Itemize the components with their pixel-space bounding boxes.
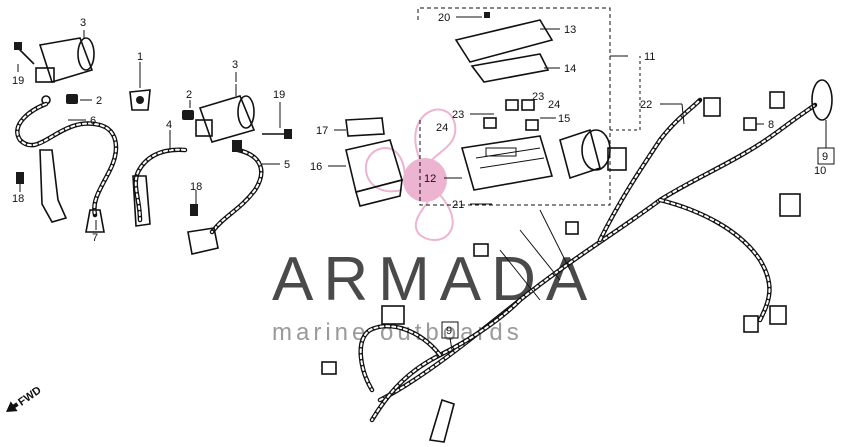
callout-5: 5 — [284, 159, 290, 171]
callout-18-center: 18 — [190, 181, 202, 193]
callout-12: 12 — [424, 173, 436, 185]
callout-24-left: 24 — [436, 122, 448, 134]
starter-relay — [559, 128, 611, 180]
callout-labels: 3 19 2 6 18 7 1 2 4 3 19 5 18 17 16 12 2… — [12, 12, 826, 244]
forward-direction-indicator: FWD — [6, 384, 44, 412]
cap-center — [182, 110, 194, 120]
callout-1: 1 — [137, 51, 143, 63]
bolt-right — [262, 129, 292, 139]
callout-10: 10 — [814, 165, 826, 177]
fuse-box-cover — [454, 19, 554, 83]
relay-17 — [345, 117, 385, 137]
callout-6: 6 — [90, 115, 96, 127]
callout-18-left: 18 — [12, 193, 24, 205]
callout-3-left: 3 — [80, 17, 86, 29]
callout-7: 7 — [92, 232, 98, 244]
fuses — [483, 12, 539, 131]
boxed-9-right-text: 9 — [822, 151, 828, 163]
callout-23-left: 23 — [452, 109, 464, 121]
callout-24-right: 24 — [548, 99, 560, 111]
hightension-cord-right — [187, 140, 264, 255]
callout-3-right: 3 — [232, 59, 238, 71]
callout-23-right: 23 — [532, 91, 544, 103]
arrow-left-icon — [6, 401, 19, 412]
watermark-brand: ARMADA — [272, 245, 597, 314]
main-wire-harness — [358, 97, 818, 443]
callout-22: 22 — [640, 99, 652, 111]
callout-8: 8 — [768, 119, 774, 131]
callout-2-left: 2 — [96, 95, 102, 107]
callout-14: 14 — [564, 63, 576, 75]
watermark-tagline: marine outboards — [272, 319, 523, 346]
callout-16: 16 — [310, 161, 322, 173]
callout-19-left: 19 — [12, 75, 24, 87]
callout-2-center: 2 — [186, 89, 192, 101]
callout-13: 13 — [564, 24, 576, 36]
spark-plug-cap — [129, 89, 151, 111]
propeller-logo — [364, 108, 457, 241]
bolt-left — [14, 42, 35, 65]
callout-21: 21 — [452, 199, 464, 211]
callout-15: 15 — [558, 113, 570, 125]
callout-20: 20 — [438, 12, 450, 24]
ignition-coil-left — [35, 32, 95, 83]
boxed-callout-9-center: 9 — [441, 321, 459, 351]
boxed-callout-9-right: 9 — [817, 147, 835, 165]
fuse-box-12 — [460, 135, 554, 191]
leader-lines — [17, 16, 827, 230]
hightension-cord-center — [132, 147, 188, 227]
regulator-16 — [345, 139, 404, 207]
callout-17: 17 — [316, 125, 328, 137]
callout-11: 11 — [644, 51, 655, 63]
bracket-group — [417, 7, 641, 206]
fwd-label: FWD — [16, 384, 43, 408]
hightension-cord-left — [15, 101, 119, 233]
callout-4: 4 — [166, 119, 172, 131]
ignition-coil-right — [195, 84, 256, 143]
boxed-9-center-text: 9 — [446, 325, 452, 337]
callout-19-right: 19 — [273, 89, 285, 101]
